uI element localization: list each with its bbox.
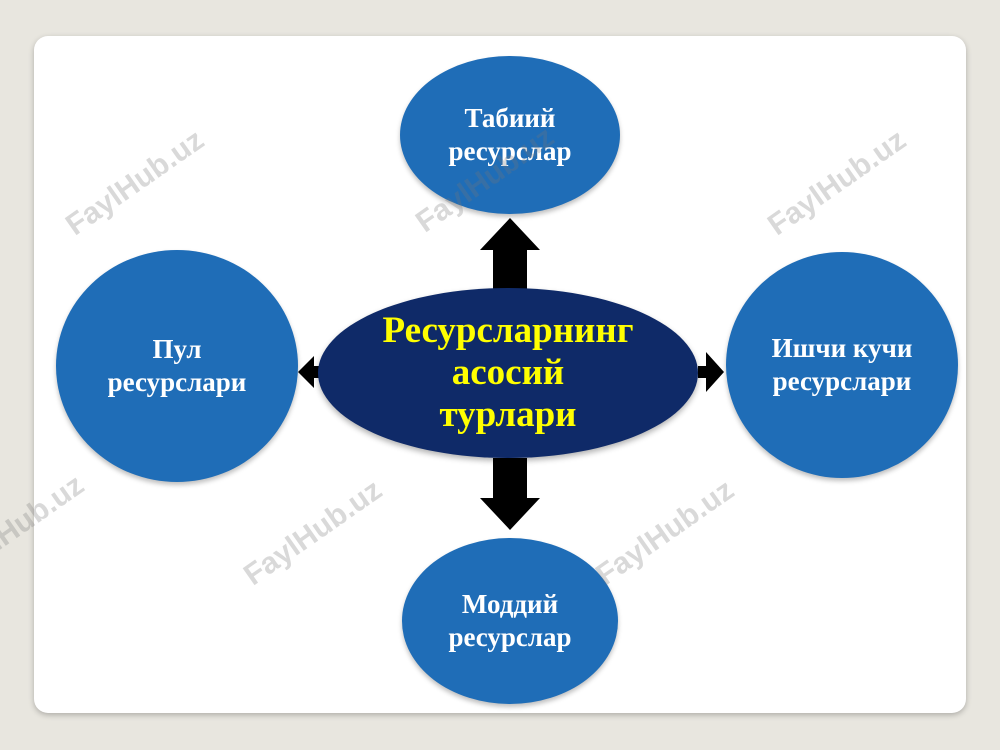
node-natural-resources-label: Табиий ресурслар [448,103,572,166]
arrow-up [480,218,540,290]
node-money-resources: Пул ресурслари [56,250,298,482]
node-labor-resources: Ишчи кучи ресурслари [726,252,958,478]
arrow-right [698,352,724,392]
node-natural-resources: Табиий ресурслар [400,56,620,214]
arrow-left [298,356,322,388]
node-material-resources-label: Моддий ресурслар [448,589,572,652]
node-labor-resources-label: Ишчи кучи ресурслари [771,333,913,396]
center-node-label: Ресурсларнинг асосий турлари [382,310,634,435]
arrow-down [480,458,540,530]
node-money-resources-label: Пул ресурслари [107,334,247,397]
node-material-resources: Моддий ресурслар [402,538,618,704]
center-node: Ресурсларнинг асосий турлари [318,288,698,458]
